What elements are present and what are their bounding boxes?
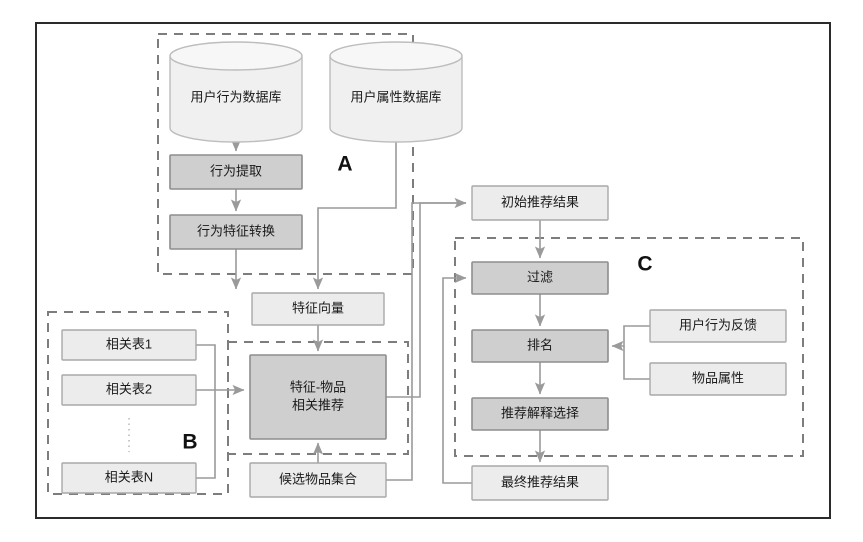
- cylinder-body: [329, 55, 463, 143]
- node-label: 候选物品集合: [279, 471, 357, 486]
- node-candidate_set[interactable]: 候选物品集合: [249, 462, 387, 498]
- node-box: [249, 462, 387, 498]
- node-label: 特征向量: [292, 300, 344, 315]
- node-box: [471, 465, 609, 501]
- edge-candidate_set-to-initial_result: [386, 202, 466, 481]
- node-final_result[interactable]: 最终推荐结果: [471, 465, 609, 501]
- node-behavior_extract[interactable]: 行为提取: [169, 154, 303, 190]
- node-label: 相关表N: [105, 469, 153, 484]
- node-label: 排名: [527, 337, 553, 352]
- node-box: [471, 397, 609, 431]
- group-label-a: A: [337, 153, 352, 176]
- cylinder-top: [169, 41, 303, 71]
- edge-user_feedback-to-ranking: [611, 325, 650, 352]
- node-box: [61, 329, 197, 361]
- edge-item_attribute-to-ranking: [623, 346, 650, 380]
- node-box: [61, 374, 197, 406]
- node-box: [251, 292, 385, 326]
- node-label: 行为提取: [210, 163, 262, 178]
- edge-feature_item_rec-to-initial_result: [386, 197, 467, 398]
- node-item_attribute[interactable]: 物品属性: [649, 362, 787, 396]
- dashed-group-d: [227, 341, 409, 455]
- node-db_behavior[interactable]: 用户行为数据库: [169, 41, 303, 143]
- edge-rel_table_n-to-rel_bus: [196, 390, 216, 479]
- dashed-group-c: [454, 237, 804, 457]
- connector-layer: [196, 139, 650, 484]
- node-behavior_transform[interactable]: 行为特征转换: [169, 214, 303, 250]
- node-user_feedback[interactable]: 用户行为反馈: [649, 309, 787, 343]
- node-label: 初始推荐结果: [501, 194, 579, 209]
- node-label: 行为特征转换: [197, 223, 275, 238]
- node-box: [169, 214, 303, 250]
- node-box: [471, 329, 609, 363]
- node-box: [471, 185, 609, 221]
- outer-frame: [35, 22, 831, 519]
- node-label: 用户行为数据库: [190, 89, 281, 104]
- dashed-group-a: [157, 33, 414, 275]
- node-label: 推荐解释选择: [501, 405, 579, 420]
- node-box: [471, 261, 609, 295]
- edge-db_profile-to-feature_vector: [312, 142, 397, 290]
- node-ranking[interactable]: 排名: [471, 329, 609, 363]
- dashed-group-b: [47, 311, 229, 495]
- edge-final_result-to-filter: [442, 272, 472, 484]
- node-box: [61, 462, 197, 494]
- node-label: 特征-物品: [290, 379, 346, 394]
- node-label: 相关表1: [106, 336, 152, 351]
- cylinder-body: [169, 55, 303, 143]
- node-filter[interactable]: 过滤: [471, 261, 609, 295]
- cylinder-top: [329, 41, 463, 71]
- node-label: 过滤: [527, 269, 553, 284]
- group-boxes: A B C: [47, 33, 804, 495]
- node-label: 最终推荐结果: [501, 474, 579, 489]
- node-box: [649, 362, 787, 396]
- node-label: 用户属性数据库: [350, 89, 441, 104]
- node-label: 用户行为反馈: [679, 317, 757, 332]
- node-rel_table_1[interactable]: 相关表1: [61, 329, 197, 361]
- node-rel_table_2[interactable]: 相关表2: [61, 374, 197, 406]
- node-feature_vector[interactable]: 特征向量: [251, 292, 385, 326]
- edge-rel_table_1-to-rel_bus: [196, 344, 216, 390]
- node-explain_select[interactable]: 推荐解释选择: [471, 397, 609, 431]
- node-label: 相关推荐: [292, 397, 344, 412]
- group-label-b: B: [182, 431, 197, 454]
- node-rel_table_n[interactable]: 相关表N: [61, 462, 197, 494]
- node-label: 相关表2: [106, 381, 152, 396]
- group-label-c: C: [637, 253, 652, 276]
- node-box: [649, 309, 787, 343]
- node-label: 物品属性: [692, 370, 744, 385]
- node-initial_result[interactable]: 初始推荐结果: [471, 185, 609, 221]
- node-db_profile[interactable]: 用户属性数据库: [329, 41, 463, 143]
- node-box: [249, 354, 387, 440]
- node-box: [169, 154, 303, 190]
